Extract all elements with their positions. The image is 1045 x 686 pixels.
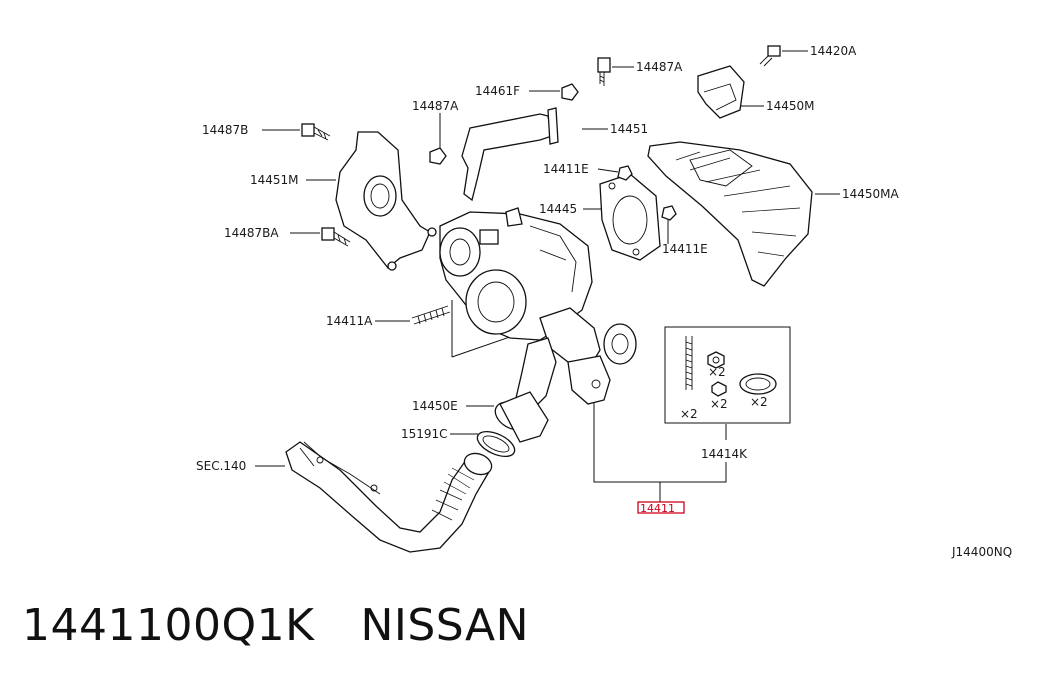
fitting-14450e <box>494 391 549 443</box>
kit-qty-gasket: ×2 <box>750 395 768 409</box>
callout-14411[interactable]: 14411 <box>640 502 675 515</box>
callout-14450m: 14450M <box>766 99 815 113</box>
gasket-14445 <box>599 173 661 261</box>
callout-14487b: 14487B <box>202 123 248 137</box>
callout-14487a-mid: 14487A <box>412 99 459 113</box>
nut-14411e-right <box>661 205 677 221</box>
highlight-box-14411 <box>637 501 685 514</box>
nut-14487a-mid <box>429 147 447 165</box>
gasket-15191c <box>476 430 516 458</box>
callout-14450ma: 14450MA <box>842 187 900 201</box>
part-footer: 1441100Q1K NISSAN <box>22 600 575 651</box>
callout-14420a: 14420A <box>810 44 857 58</box>
kit-qty-stud: ×2 <box>680 407 698 421</box>
footer-brand: NISSAN <box>360 600 530 651</box>
kit-contents <box>685 336 777 397</box>
bolt-14487a-top <box>597 57 611 86</box>
callout-14487ba: 14487BA <box>224 226 279 240</box>
bolt-14487ba <box>321 227 351 247</box>
callout-14414k: 14414K <box>701 447 748 461</box>
kit-nut-small <box>711 381 727 397</box>
footer-part-number: 1441100Q1K <box>22 600 315 651</box>
kit-qty-nut: ×2 <box>708 365 726 379</box>
callout-14450e: 14450E <box>412 399 458 413</box>
callout-14451m: 14451M <box>250 173 299 187</box>
callout-15191c: 15191C <box>401 427 448 441</box>
kit-gasket <box>739 373 777 395</box>
bolt-14487b <box>301 123 331 141</box>
bracket-14451 <box>461 107 559 202</box>
heat-shield-14451m <box>335 131 437 271</box>
callout-14461f: 14461F <box>475 84 520 98</box>
kit-box-14414k <box>664 326 791 424</box>
callout-14451: 14451 <box>610 122 648 136</box>
callout-14411a: 14411A <box>326 314 373 328</box>
stud-14411a <box>411 305 451 325</box>
pipe-sec140 <box>285 441 493 553</box>
callout-14487a-top: 14487A <box>636 60 683 74</box>
insulator-14450m <box>697 65 745 119</box>
nut-14411e-top <box>617 165 633 181</box>
callout-sec140: SEC.140 <box>196 459 246 473</box>
nut-14461f <box>561 83 579 101</box>
callout-14411e-right: 14411E <box>662 242 708 256</box>
turbocharger-14411 <box>439 207 637 413</box>
kit-qty-nut-small: ×2 <box>710 397 728 411</box>
callouts: 14420A 14487A 14461F 14487A 14450M 14487… <box>196 44 1012 559</box>
exhaust-heat-shield-14450ma <box>647 141 813 287</box>
kit-nut <box>707 351 725 369</box>
kit-stud <box>685 336 693 390</box>
callout-14445: 14445 <box>539 202 577 216</box>
bolt-14420a <box>759 45 781 67</box>
diagram-code: J14400NQ <box>951 545 1012 559</box>
callout-14411e-top: 14411E <box>543 162 589 176</box>
